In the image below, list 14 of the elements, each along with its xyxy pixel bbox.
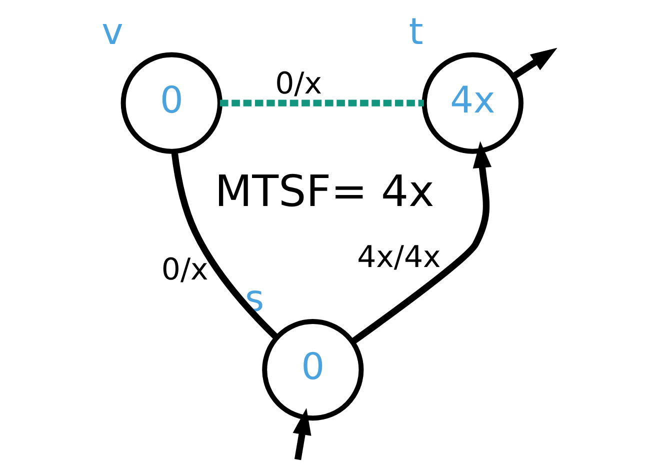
node-label: t [408,10,423,54]
node-circle: 0 [262,319,364,421]
node-circle: 4x [421,52,523,154]
arrow [350,141,492,345]
node-label: v [101,10,123,54]
edge-label: 0/x [274,66,322,102]
arrow [292,408,311,460]
connector [170,150,279,340]
edge-label: 0/x [160,252,208,288]
edge-label: 4x/4x [356,240,440,275]
connector [220,100,424,106]
arrow [511,48,556,80]
node-circle: 0 [120,52,222,154]
label: MTSF= 4x [214,167,434,217]
